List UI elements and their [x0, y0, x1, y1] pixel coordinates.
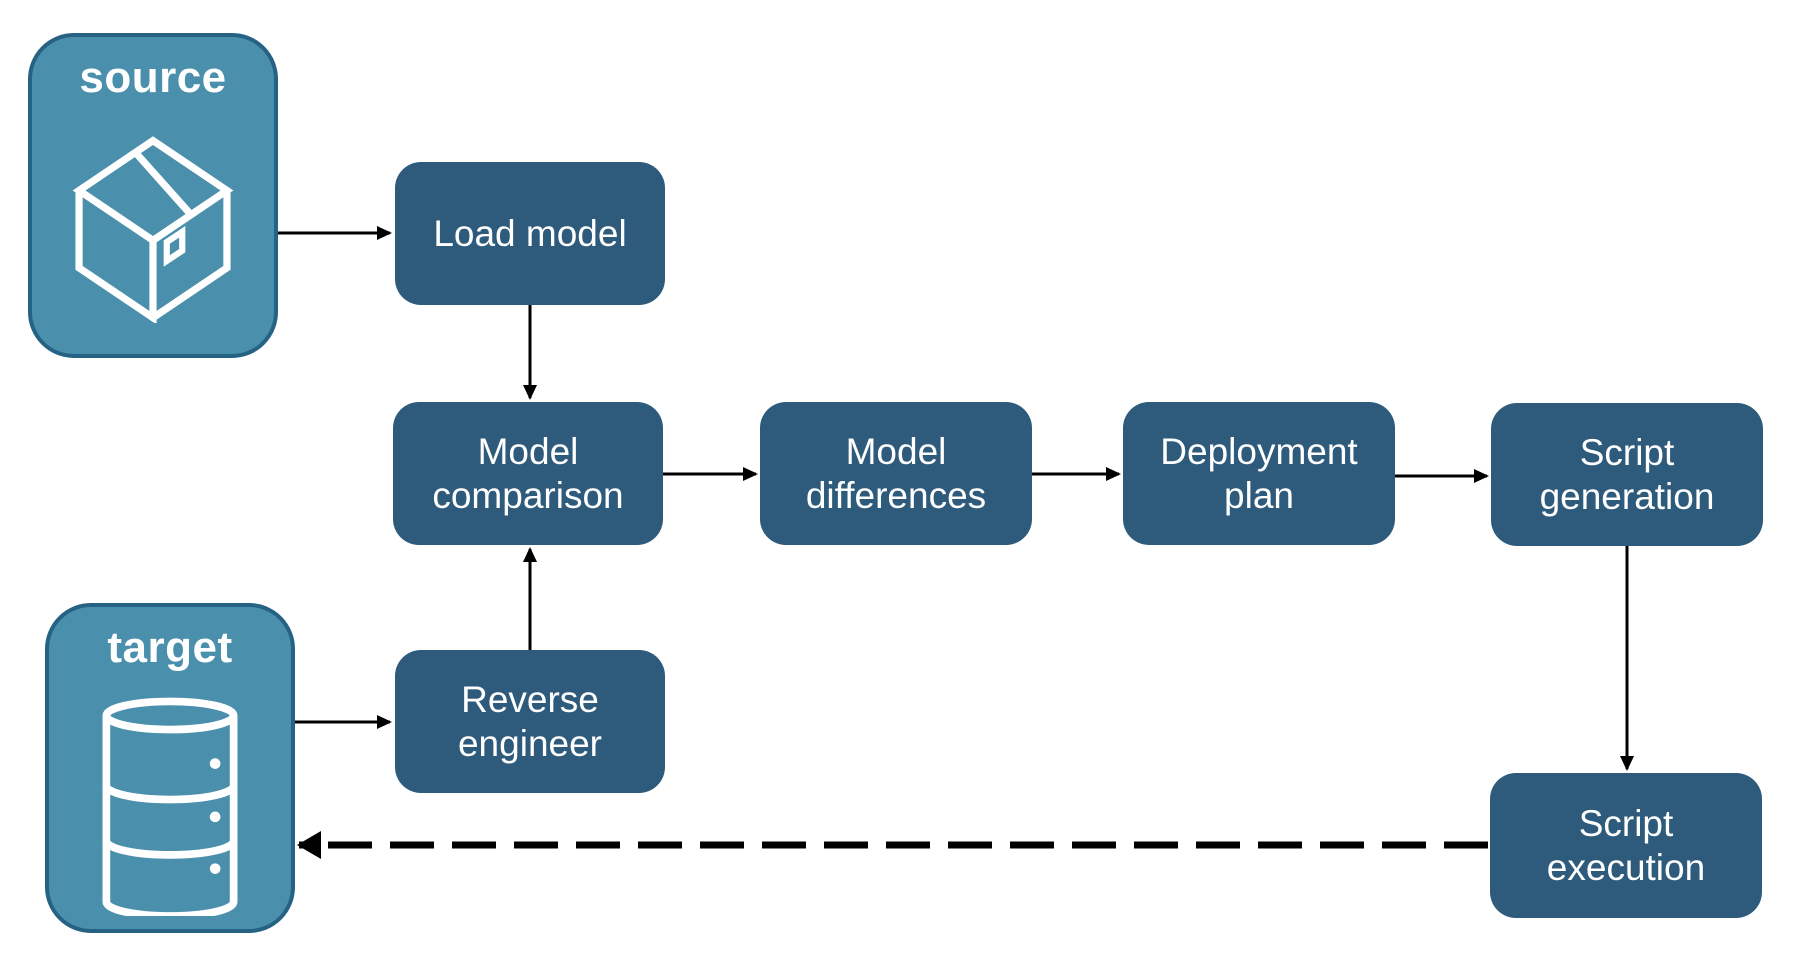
source-label: source: [79, 53, 227, 102]
node-label: Script execution: [1546, 802, 1706, 888]
node-label: Model differences: [805, 430, 987, 516]
node-load-model: Load model: [395, 162, 665, 305]
node-script-execution: Script execution: [1490, 773, 1762, 918]
node-model-comparison: Model comparison: [393, 402, 663, 545]
node-reverse-engineer: Reverse engineer: [395, 650, 665, 793]
node-label: Load model: [433, 212, 627, 254]
node-deployment-plan: Deployment plan: [1123, 402, 1395, 545]
source-endpoint: source: [28, 33, 278, 358]
database-icon: [102, 697, 238, 916]
node-label: Script generation: [1539, 431, 1715, 517]
node-label: Model comparison: [432, 430, 624, 516]
package-icon: [72, 136, 234, 323]
node-model-differences: Model differences: [760, 402, 1032, 545]
node-label: Deployment plan: [1160, 430, 1358, 516]
node-script-generation: Script generation: [1491, 403, 1763, 546]
node-label: Reverse engineer: [457, 678, 602, 764]
target-endpoint: target: [45, 603, 295, 933]
target-label: target: [107, 623, 233, 672]
